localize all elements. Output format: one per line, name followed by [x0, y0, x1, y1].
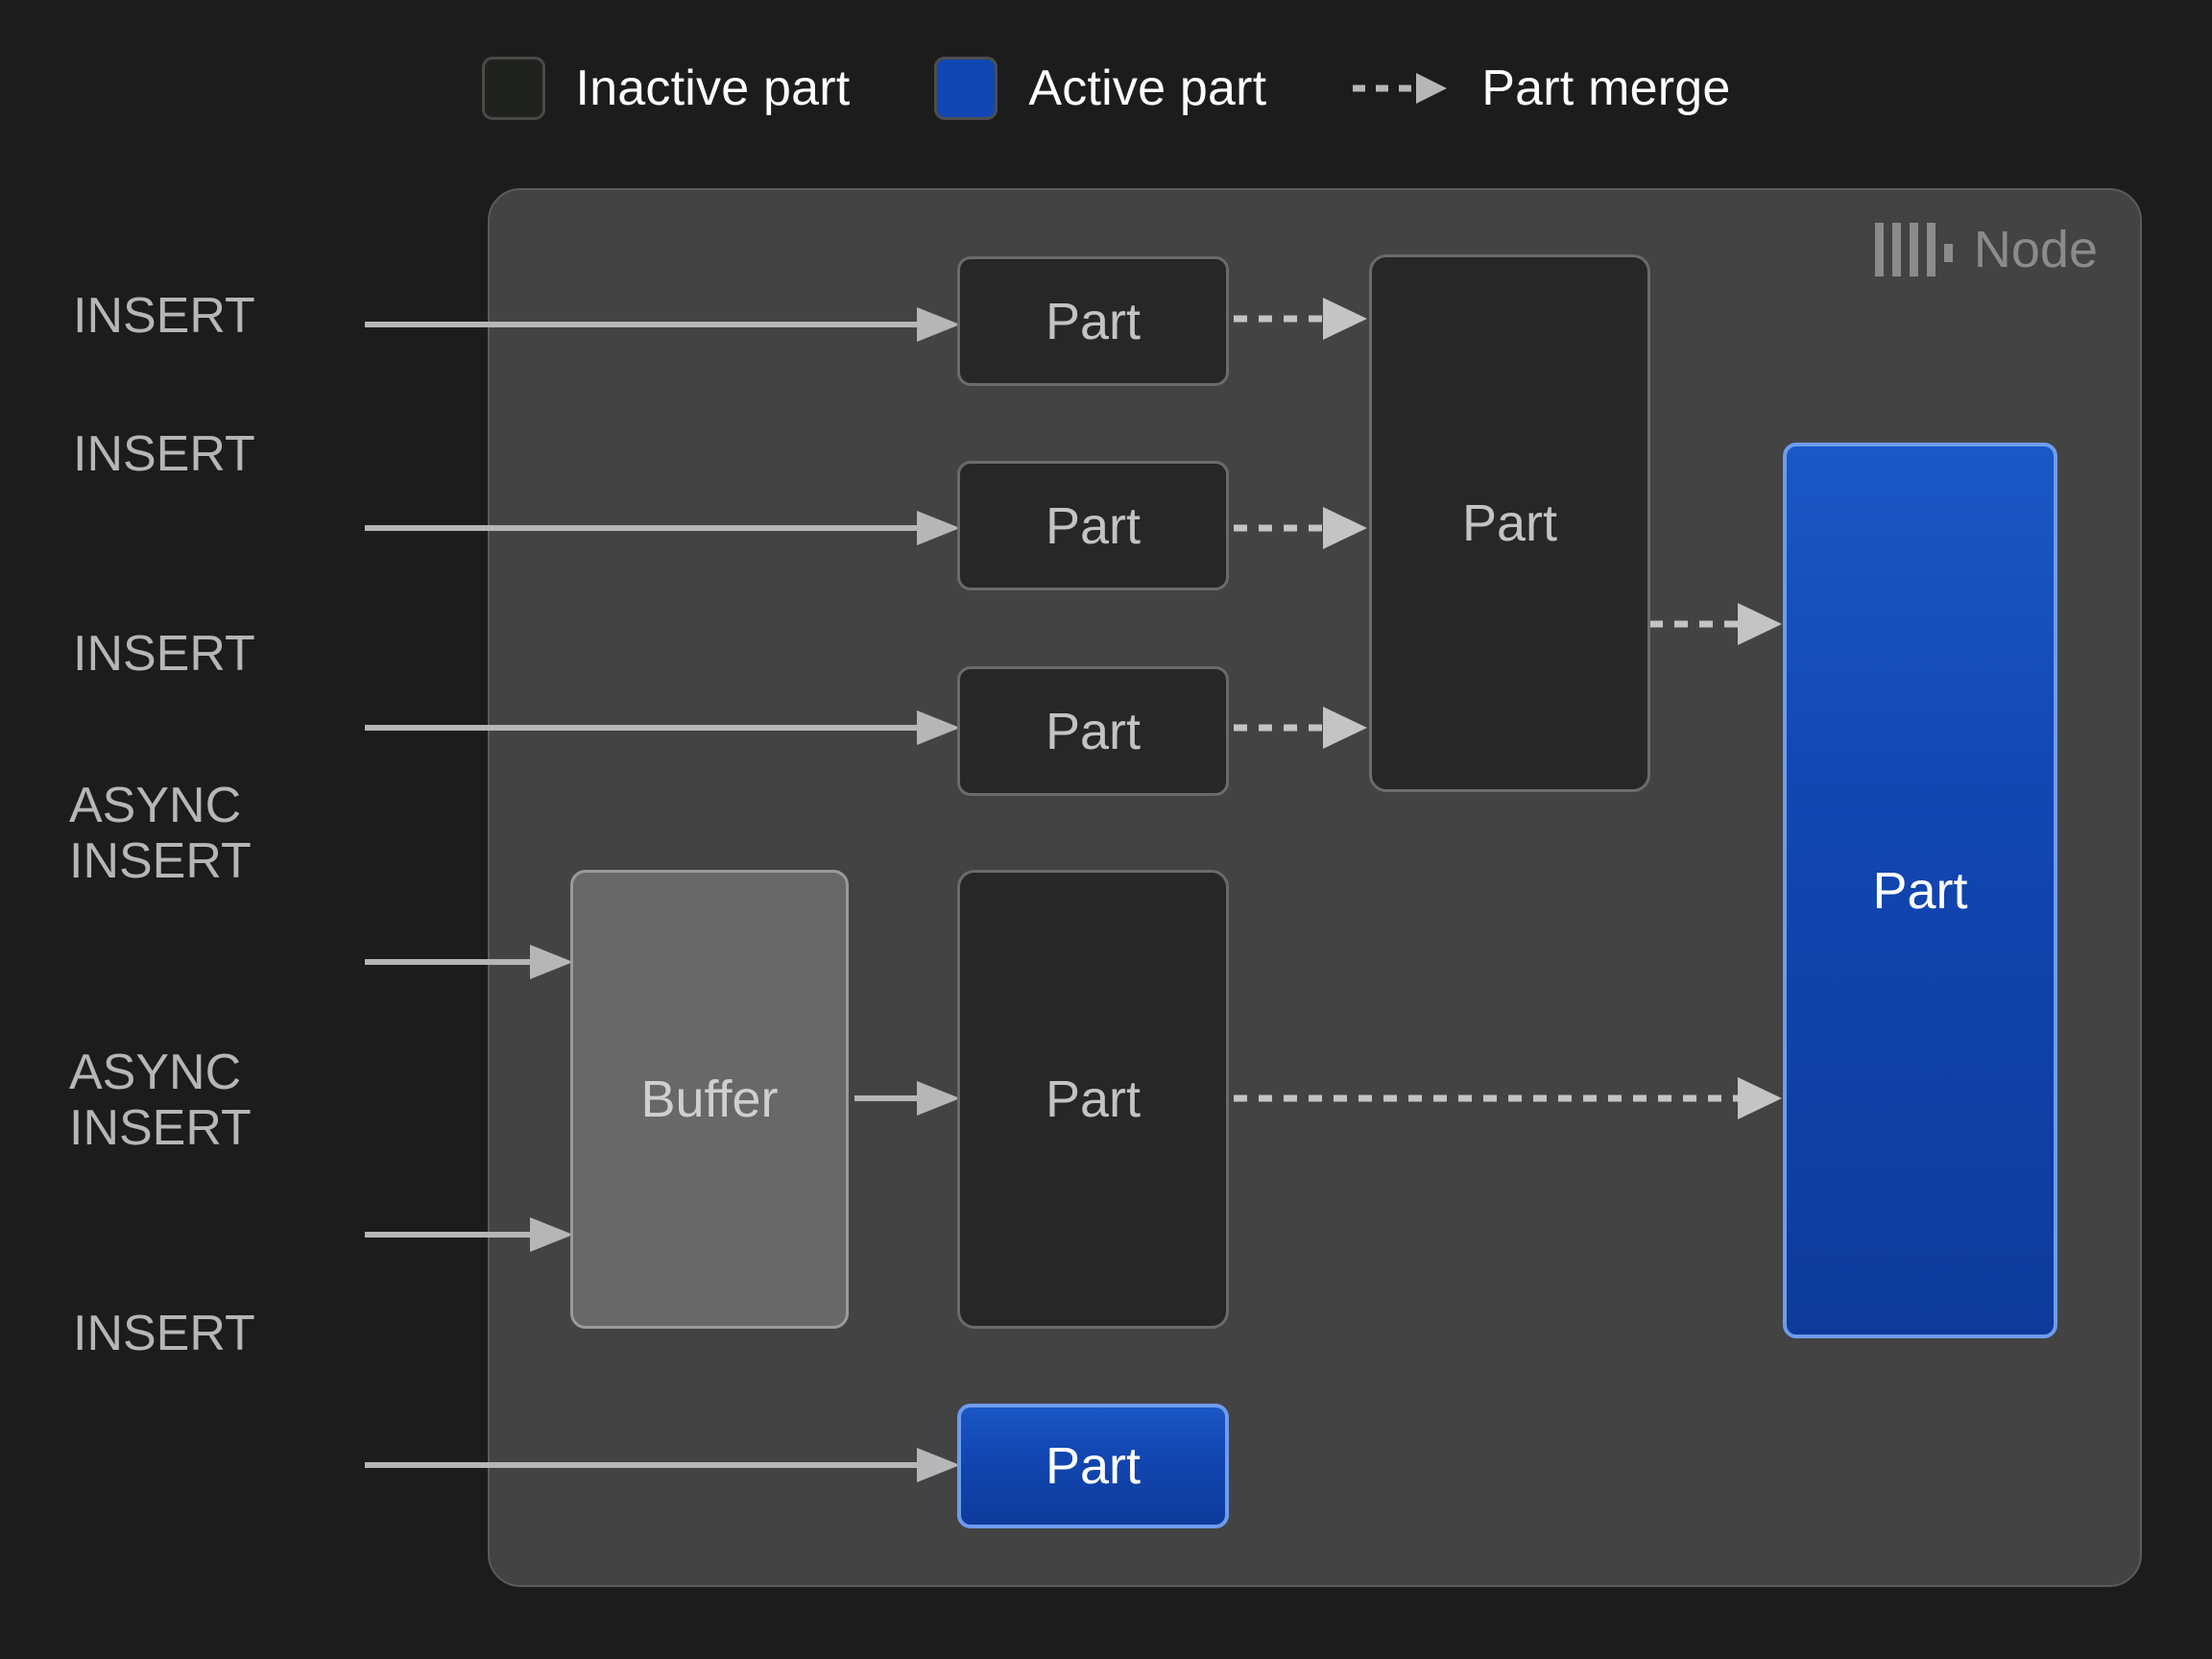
part-box-label: Part [1045, 702, 1142, 760]
part-box-label: Part [1045, 496, 1142, 555]
logo-bar [1926, 223, 1936, 276]
node-badge: Node [1874, 221, 2098, 278]
legend-label-active-part: Active part [1028, 60, 1267, 116]
legend-label-inactive-part: Inactive part [575, 60, 851, 116]
part-box-label: Part [1872, 861, 1968, 920]
buffer-box[interactable]: Buffer [570, 870, 849, 1329]
input-label-insert-4: INSERT [73, 1306, 255, 1361]
part-box-label: Part [1045, 1070, 1142, 1128]
part-box-from-buffer[interactable]: Part [957, 870, 1229, 1329]
logo-bar [1891, 223, 1901, 276]
clickhouse-logo-icon [1874, 223, 1953, 276]
part-box-label: Part [1045, 1437, 1142, 1495]
legend-label-part-merge: Part merge [1481, 60, 1731, 116]
logo-bar-stub [1943, 244, 1953, 262]
input-label-insert-2: INSERT [73, 426, 255, 482]
legend-item-part-merge: Part merge [1351, 60, 1730, 117]
part-box-label: Part [1461, 494, 1558, 552]
part-box-small-3[interactable]: Part [957, 666, 1229, 796]
part-box-label: Part [1045, 292, 1142, 350]
logo-bar [1909, 223, 1918, 276]
buffer-box-label: Buffer [640, 1070, 779, 1128]
part-box-small-1[interactable]: Part [957, 256, 1229, 386]
part-box-small-2[interactable]: Part [957, 461, 1229, 590]
input-label-async-insert-1: ASYNC INSERT [69, 778, 252, 890]
input-label-insert-3: INSERT [73, 626, 255, 682]
logo-bar [1874, 223, 1884, 276]
node-label: Node [1973, 221, 2098, 278]
active-part-swatch [934, 57, 998, 120]
legend-item-active-part: Active part [934, 57, 1266, 120]
dashed-arrow-icon [1353, 73, 1448, 104]
part-box-active-small[interactable]: Part [957, 1404, 1229, 1528]
legend-item-inactive-part: Inactive part [481, 57, 851, 120]
part-box-active-large[interactable]: Part [1783, 443, 2057, 1338]
input-label-insert-1: INSERT [73, 288, 255, 344]
part-box-merged-mid[interactable]: Part [1369, 254, 1650, 792]
input-label-async-insert-2: ASYNC INSERT [69, 1045, 252, 1157]
legend: Inactive part Active part Part merge [0, 50, 2212, 127]
inactive-part-swatch [481, 57, 545, 120]
